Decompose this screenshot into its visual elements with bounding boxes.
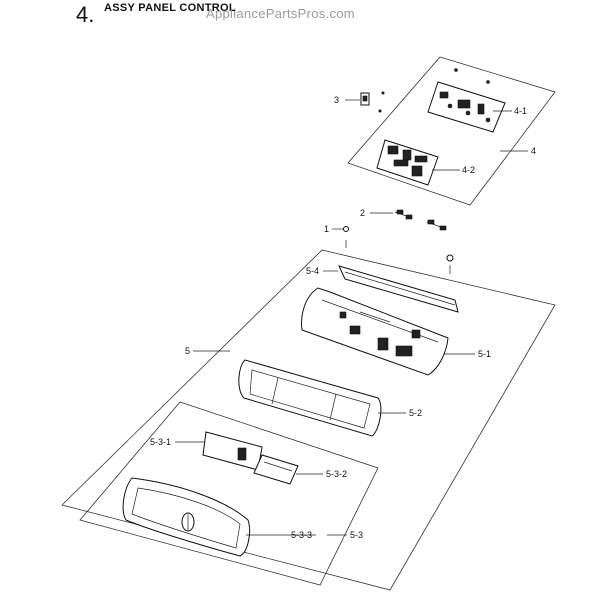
part-4-1-pcb <box>427 68 506 133</box>
callout-5-3-3: 5-3-3 <box>291 530 312 540</box>
small-knob <box>446 254 454 274</box>
callout-5-3-2: 5-3-2 <box>326 469 347 479</box>
part-4-2-pcb <box>376 139 439 186</box>
callout-5: 5 <box>185 346 190 356</box>
assembly-5-3-plate <box>79 401 379 586</box>
callout-3: 3 <box>334 95 339 105</box>
callout-5-4: 5-4 <box>306 266 319 276</box>
part-3-component <box>360 91 385 113</box>
assembly-5-plate <box>61 249 556 591</box>
diagram-title: ASSY PANEL CONTROL <box>104 2 236 14</box>
callout-4-1: 4-1 <box>514 106 527 116</box>
callout-5-1: 5-1 <box>478 349 491 359</box>
part-5-3-2-piece <box>253 454 299 485</box>
watermark: AppliancePartsPros.com <box>206 6 355 21</box>
callout-5-2: 5-2 <box>409 408 422 418</box>
callout-4-2: 4-2 <box>462 165 475 175</box>
callout-5-3-1: 5-3-1 <box>150 437 171 447</box>
assembly-4-plate <box>347 56 556 206</box>
part-5-4-trim <box>338 265 459 313</box>
callout-2: 2 <box>360 208 365 218</box>
part-1-screw <box>343 226 349 248</box>
part-5-3-3-cover <box>122 477 251 557</box>
section-number: 4. <box>76 2 95 27</box>
callout-5-3: 5-3 <box>350 530 363 540</box>
callout-4: 4 <box>531 146 536 156</box>
part-2-harness <box>394 209 447 231</box>
part-5-1-panel-housing <box>301 287 449 376</box>
part-5-3-1-piece <box>202 431 263 471</box>
callout-1: 1 <box>324 224 329 234</box>
part-5-2-frame <box>238 359 382 437</box>
